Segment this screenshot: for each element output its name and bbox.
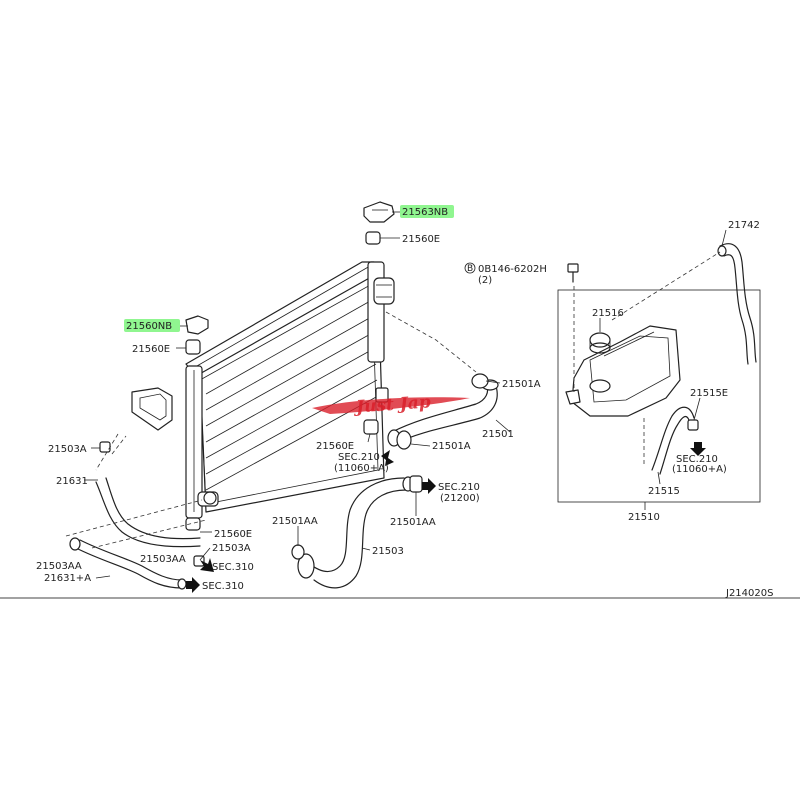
label-21560NB: 21560NB [126, 321, 172, 332]
watermark-logo: Just Jap [312, 392, 470, 418]
direction-arrows [186, 442, 706, 593]
bolt-callout: B 0B146-6202H (2) [464, 262, 547, 286]
label-sec210-b: SEC.210 [438, 482, 480, 493]
seal-21560E-top [365, 231, 381, 245]
arrow-sec210-a [381, 450, 394, 466]
label-21501A-mid: 21501A [432, 441, 471, 452]
label-21503AA-mid: 21503AA [140, 554, 186, 565]
part-labels: 21563NB 21560E 21560NB 21560E B 0B146-62… [36, 207, 760, 592]
label-21742: 21742 [728, 220, 760, 231]
label-sec210-a-sub: (11060+A) [334, 463, 389, 474]
label-sec210-c-sub: (11060+A) [672, 464, 727, 475]
arrow-sec310-a [200, 558, 214, 572]
label-21631A: 21631+A [44, 573, 91, 584]
label-21516: 21516 [592, 308, 624, 319]
overflow-hose-21742 [717, 243, 757, 365]
label-21563NB: 21563NB [402, 207, 448, 218]
label-21560E-bottom: 21560E [214, 529, 252, 540]
label-21631: 21631 [56, 476, 88, 487]
hose-21631A [69, 537, 205, 590]
label-21515E: 21515E [690, 388, 728, 399]
diagram-code: J214020S [725, 588, 773, 599]
seal-21560E-left [185, 339, 201, 355]
seal-21560E-mid [363, 419, 379, 435]
label-21501: 21501 [482, 429, 514, 440]
reservoir-tank-21510 [565, 325, 681, 417]
label-21560E-left: 21560E [132, 344, 170, 355]
label-21503: 21503 [372, 546, 404, 557]
label-sec310-b: SEC.310 [202, 581, 244, 592]
label-21510: 21510 [628, 512, 660, 523]
label-sec310-a: SEC.310 [212, 562, 254, 573]
label-21501AA-left: 21501AA [272, 516, 318, 527]
arrow-sec210-b [422, 478, 436, 494]
arrow-sec310-b [186, 577, 200, 593]
label-21515: 21515 [648, 486, 680, 497]
label-21560E-top: 21560E [402, 234, 440, 245]
highlight-21563NB [400, 205, 454, 218]
dashed-guides [65, 251, 721, 549]
label-21501A-top: 21501A [502, 379, 541, 390]
label-21503AA-left: 21503AA [36, 561, 82, 572]
highlight-21560NB [124, 319, 180, 332]
watermark-text: Just Jap [352, 392, 431, 417]
upper-hose-21501 [387, 373, 499, 450]
hose-21515 [651, 406, 699, 475]
label-bolt-qty: (2) [478, 275, 492, 286]
label-sec210-b-sub: (21200) [440, 493, 480, 504]
label-21560E-mid: 21560E [316, 441, 354, 452]
bolt-0B146-6202H [567, 263, 579, 283]
reservoir-frame [557, 289, 761, 503]
label-sec210-c: SEC.210 [676, 454, 718, 465]
radiator-cap-21563NB [363, 201, 395, 223]
label-bolt-0B146-6202H: 0B146-6202H [478, 264, 547, 275]
lower-hose-21503 [291, 475, 423, 589]
label-21503A-top: 21503A [48, 444, 87, 455]
leader-lines [84, 211, 727, 579]
arrow-sec210-c [690, 442, 706, 456]
seal-21560E-bottom [185, 517, 201, 531]
drain-plug-21560NB [185, 315, 209, 335]
reservoir-cap-21516 [589, 332, 611, 354]
label-21501AA-right: 21501AA [390, 517, 436, 528]
label-21503A-bottom: 21503A [212, 543, 251, 554]
bolt-symbol: B [467, 264, 473, 274]
hose-21631 [95, 441, 201, 548]
label-sec210-a: SEC.210 [338, 452, 380, 463]
radiator [131, 261, 395, 519]
